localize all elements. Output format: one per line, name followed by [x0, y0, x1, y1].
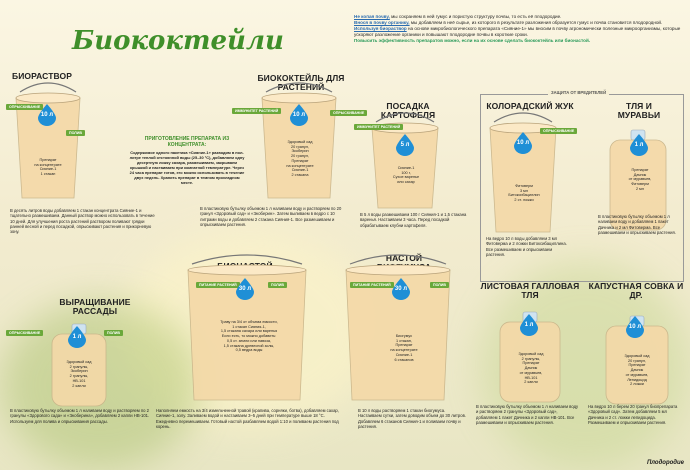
water-drop-icon — [520, 314, 538, 336]
water-drop-shape — [236, 278, 254, 300]
intro-box: Не копая почву, мы сохраняем в ней гумус… — [354, 14, 684, 86]
water-drop-icon — [38, 104, 56, 126]
water-drop-shape — [396, 134, 414, 156]
tag-water-vermi: ПОЛИВ — [430, 282, 449, 288]
jar-bio-handle — [19, 82, 77, 93]
jar-label-vermi: Биогумус 1 стакан, Препарат на концентра… — [390, 334, 418, 362]
tag-immunity-potato: ИММУНИТЕТ РАСТЕНИЙ — [354, 124, 404, 130]
protection-label: ЗАЩИТА ОТ ВРЕДИТЕЛЕЙ — [548, 90, 610, 95]
drop-cocktail: 10 л — [290, 104, 308, 126]
text-bio: В десять литров воды добавляем 1 стакан … — [10, 208, 155, 234]
drop-vermi: 30 л — [392, 278, 410, 300]
jar-label-onion: Здоровый сад 20 гранул, Препарат Дачник … — [624, 354, 650, 387]
drop-onion: 10 л — [626, 316, 644, 338]
jar-beetle-handle — [493, 112, 553, 123]
heading-cocktail: БИОКОКТЕЙЛЬ ДЛЯ РАСТЕНИЙ — [257, 73, 345, 92]
recipe-title: ПРИГОТОВЛЕНИЕ ПРЕПАРАТА ИЗ КОНЦЕНТРАТА: — [144, 136, 230, 148]
jar-cocktail-handle — [265, 82, 333, 93]
jar-label-infusion: Траву на 3/4 от объема емкости, 1 стакан… — [220, 320, 278, 353]
water-drop-shape — [38, 104, 56, 126]
recipe-box: ПРИГОТОВЛЕНИЕ ПРЕПАРАТА ИЗ КОНЦЕНТРАТА: … — [128, 136, 246, 186]
jar-label-beetle: Фитоверм 3 мл Битоксибациллин 2 ст. ложк… — [508, 184, 540, 203]
intro-p2-bold: Внося в почву органику, — [354, 19, 410, 25]
water-drop-shape — [626, 316, 644, 338]
water-drop-shape — [290, 104, 308, 126]
brand-name: Плодородие — [646, 460, 684, 466]
brand-logo: Плодородие — [647, 460, 684, 466]
water-drop-icon — [396, 134, 414, 156]
text-seedling: В пластиковую бутылку объемом 1 л налива… — [10, 408, 150, 424]
tag-spray-bio: ОПРЫСКИВАНИЕ — [6, 104, 44, 110]
intro-p4: Повысить эффективность препаратов можно,… — [354, 37, 591, 43]
drop-infusion: 30 л — [236, 278, 254, 300]
drop-aphid: 1 л — [630, 134, 648, 156]
heading-potato: ПОСАДКА КАРТОФЕЛЯ — [380, 101, 436, 120]
heading-leaf: ЛИСТОВАЯ ГАЛЛОВАЯ ТЛЯ — [480, 281, 580, 300]
jar-label-potato: Сияние-1 100 г, Сухое варенье или сахар — [392, 166, 420, 185]
drop-beetle: 10 л — [514, 132, 532, 154]
jar-cocktail-rim — [261, 92, 337, 104]
intro-p3: на основе микробиологического препарата … — [354, 25, 681, 37]
text-onion: На ведро 10 л берем 20 гранул биопрепара… — [588, 404, 678, 425]
heading-bio: БИОРАСТВОР — [12, 71, 73, 81]
jar-vermi-handle — [349, 254, 447, 265]
text-beetle: На ведро 10 л воды добавляем 3 мл Фитове… — [486, 236, 567, 257]
recipe-text: Содержимое одного пакетика «Сияние-1» ра… — [129, 150, 245, 186]
tag-feed-infusion: ПИТАНИЕ РАСТЕНИЙ — [196, 282, 240, 288]
jar-potato-handle — [375, 112, 435, 123]
water-drop-icon — [236, 278, 254, 300]
water-drop-shape — [520, 314, 538, 336]
heading-onion: КАПУСТНАЯ СОВКА И ДР. — [588, 281, 684, 300]
tag-immunity-cocktail: ИММУНИТЕТ РАСТЕНИЙ — [232, 108, 282, 114]
tag-feed-vermi: ПИТАНИЕ РАСТЕНИЙ — [350, 282, 394, 288]
heading-beetle: КОЛОРАДСКИЙ ЖУК — [486, 101, 574, 111]
jar-label-bio: Препарат на концентрате Сияние-1 1 стака… — [34, 158, 62, 177]
water-drop-shape — [68, 326, 86, 348]
jar-infusion-rim — [187, 264, 307, 276]
water-drop-shape — [630, 134, 648, 156]
jar-bio-rim — [15, 92, 81, 104]
jar-label-aphid: Препарат Дачник от муравьев, Фитоверм 2 … — [628, 168, 652, 191]
jar-vermi-rim — [345, 264, 451, 276]
intro-p3-bold: Используя биораствор — [354, 25, 407, 31]
intro-p2: мы добавляем в неё сырье, из которого в … — [410, 19, 663, 25]
heading-seedling: ВЫРАЩИВАНИЕ РАССАДЫ — [59, 297, 131, 316]
tag-spray-beetle: ОПРЫСКИВАНИЕ — [540, 128, 578, 134]
tag-water-seedling: ПОЛИВ — [104, 330, 123, 336]
drop-potato: 5 л — [396, 134, 414, 156]
text-potato: В 5 л воды размешиваем 100 г Сияния-1 и … — [360, 212, 467, 228]
text-aphid: В пластиковую бутылку объемом 1 л налива… — [598, 214, 676, 235]
water-drop-icon — [290, 104, 308, 126]
text-cocktail: В пластиковую бутылку объемом 1 л налива… — [200, 206, 342, 227]
tag-spray-seedling: ОПРЫСКИВАНИЕ — [6, 330, 44, 336]
text-vermi: В 10 л воды растворяем 1 стакан биогумус… — [358, 408, 466, 429]
page-title: Биококтейли — [72, 26, 284, 56]
jar-infusion-handle — [191, 254, 303, 265]
water-drop-shape — [392, 278, 410, 300]
water-drop-icon — [68, 326, 86, 348]
intro-p1-bold: Не копая почву, — [354, 14, 390, 19]
tag-water-infusion: ПОЛИВ — [268, 282, 287, 288]
intro-p1: мы сохраняем в ней гумус и пористую стру… — [391, 14, 562, 19]
jar-label-leaf: Здоровый сад 2 гранулы, Препарат Дачник … — [518, 352, 544, 385]
jar-label-cocktail: Здоровый сад 20 гранул, Экоберин 20 гран… — [286, 140, 314, 178]
heading-aphid: ТЛЯ И МУРАВЬИ — [617, 101, 661, 120]
jar-label-seedling: Здоровый сад 2 гранулы, Экоберин 2 грану… — [66, 360, 92, 388]
tag-water-bio: ПОЛИВ — [66, 130, 85, 136]
tag-spray-cocktail: ОПРЫСКИВАНИЕ — [330, 110, 368, 116]
water-drop-icon — [392, 278, 410, 300]
water-drop-shape — [514, 132, 532, 154]
water-drop-icon — [630, 134, 648, 156]
drop-seedling: 1 л — [68, 326, 86, 348]
water-drop-icon — [514, 132, 532, 154]
text-infusion: Наполняем емкость на 3/4 измельченной тр… — [156, 408, 339, 429]
text-leaf: В пластиковую бутылку объемом 1 л налива… — [476, 404, 579, 425]
drop-bio: 10 л — [38, 104, 56, 126]
water-drop-icon — [626, 316, 644, 338]
drop-leaf: 1 л — [520, 314, 538, 336]
